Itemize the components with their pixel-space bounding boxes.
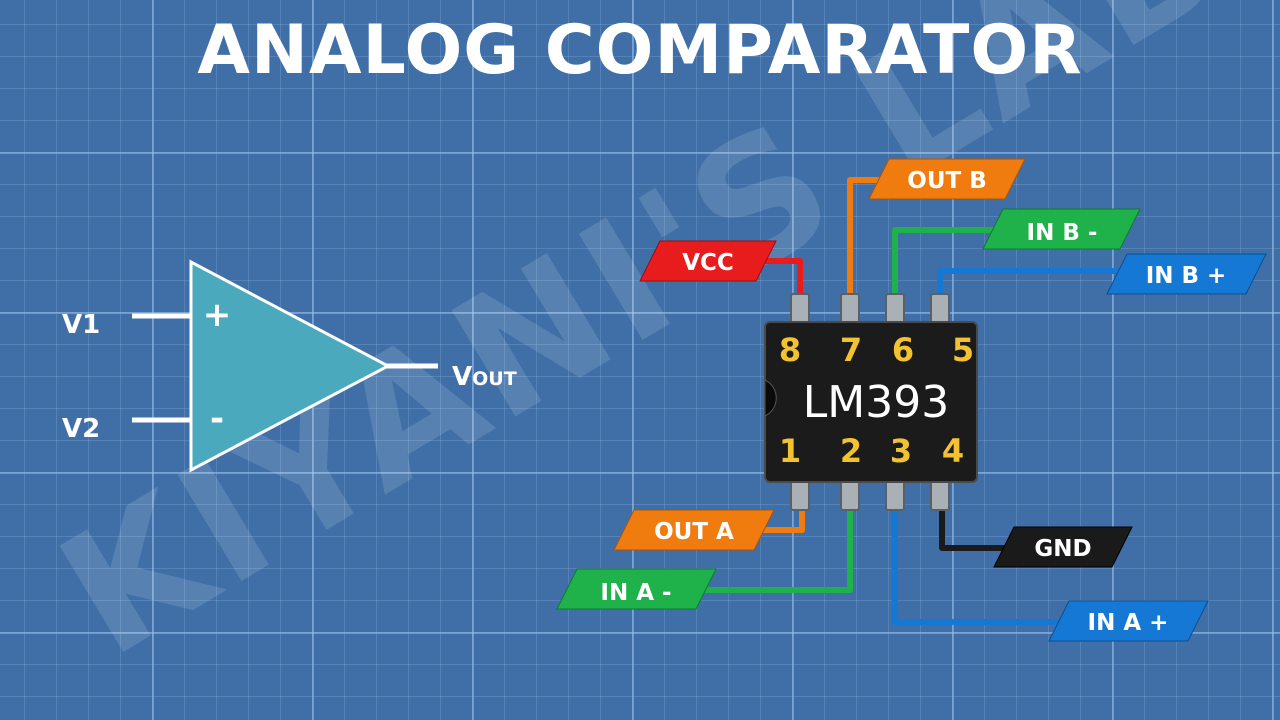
ic-chip: LM393 8 7 6 5 1 2 3 4 xyxy=(764,293,978,511)
pin-tag-in-a-minus: IN A - xyxy=(556,568,717,610)
tag-label-gnd: GND xyxy=(1034,536,1091,562)
pin-wires xyxy=(690,177,1125,625)
input-plus-label: V1 xyxy=(62,310,100,340)
tag-shape-vcc xyxy=(639,240,777,282)
pin-tag-out-b: OUT B xyxy=(868,158,1026,200)
pin-tag-gnd: GND xyxy=(993,526,1133,568)
tag-label-in-b-plus: IN B + xyxy=(1146,263,1227,289)
tag-label-in-b-minus: IN B - xyxy=(1027,220,1098,246)
tag-shape-gnd xyxy=(993,526,1133,568)
tag-label-out-b: OUT B xyxy=(907,168,986,194)
output-label-main: V xyxy=(452,362,472,392)
chip-leg-3 xyxy=(885,479,905,511)
chip-name: LM393 xyxy=(803,377,949,428)
page-title: ANALOG COMPARATOR xyxy=(197,11,1082,90)
chip-leg-8 xyxy=(790,293,810,325)
chip-leg-6 xyxy=(885,293,905,325)
pin-number-1: 1 xyxy=(779,432,801,470)
pin-number-5: 5 xyxy=(952,331,974,369)
wire-in-a-plus xyxy=(892,505,1070,625)
chip-leg-1 xyxy=(790,479,810,511)
wire-out-a xyxy=(750,505,805,533)
tag-label-in-a-minus: IN A - xyxy=(600,580,671,606)
tag-shape-in-b-minus xyxy=(982,208,1141,250)
minus-sign: - xyxy=(210,399,224,439)
wire-in-b-plus xyxy=(937,268,1125,296)
pin-tag-in-a-plus: IN A + xyxy=(1048,600,1209,642)
comparator-symbol: + - V1 V2 VOUT xyxy=(62,259,517,473)
tag-shape-in-a-minus xyxy=(556,568,717,610)
tag-label-out-a: OUT A xyxy=(654,519,734,545)
tag-label-in-a-plus: IN A + xyxy=(1088,610,1169,636)
pin-number-2: 2 xyxy=(840,432,862,470)
pin-tag-out-a: OUT A xyxy=(613,509,775,551)
wire-vcc xyxy=(765,258,803,296)
chip-leg-2 xyxy=(840,479,860,511)
tag-shape-out-a xyxy=(613,509,775,551)
pin-tag-in-b-plus: IN B + xyxy=(1106,253,1267,295)
wire-gnd xyxy=(939,505,1015,551)
output-label-sub: OUT xyxy=(472,368,517,390)
tag-label-vcc: VCC xyxy=(682,250,734,276)
wire-in-a-minus xyxy=(690,505,853,593)
pin-tag-in-b-minus: IN B - xyxy=(982,208,1141,250)
pin-number-4: 4 xyxy=(942,432,964,470)
pin-number-3: 3 xyxy=(890,432,912,470)
pin-number-8: 8 xyxy=(779,331,801,369)
chip-notch xyxy=(764,379,777,417)
pin-number-7: 7 xyxy=(840,331,862,369)
tag-shape-in-a-plus xyxy=(1048,600,1209,642)
wire-in-b-minus xyxy=(892,227,1000,296)
pin-tag-vcc: VCC xyxy=(639,240,777,282)
tag-shape-in-b-plus xyxy=(1106,253,1267,295)
plus-sign: + xyxy=(203,295,232,335)
tag-shape-out-b xyxy=(868,158,1026,200)
wire-out-b xyxy=(847,177,885,296)
comparator-triangle xyxy=(189,259,392,473)
chip-leg-7 xyxy=(840,293,860,325)
input-minus-label: V2 xyxy=(62,414,100,444)
chip-leg-5 xyxy=(930,293,950,325)
pin-number-6: 6 xyxy=(892,331,914,369)
output-label: VOUT xyxy=(452,362,517,392)
chip-leg-4 xyxy=(930,479,950,511)
